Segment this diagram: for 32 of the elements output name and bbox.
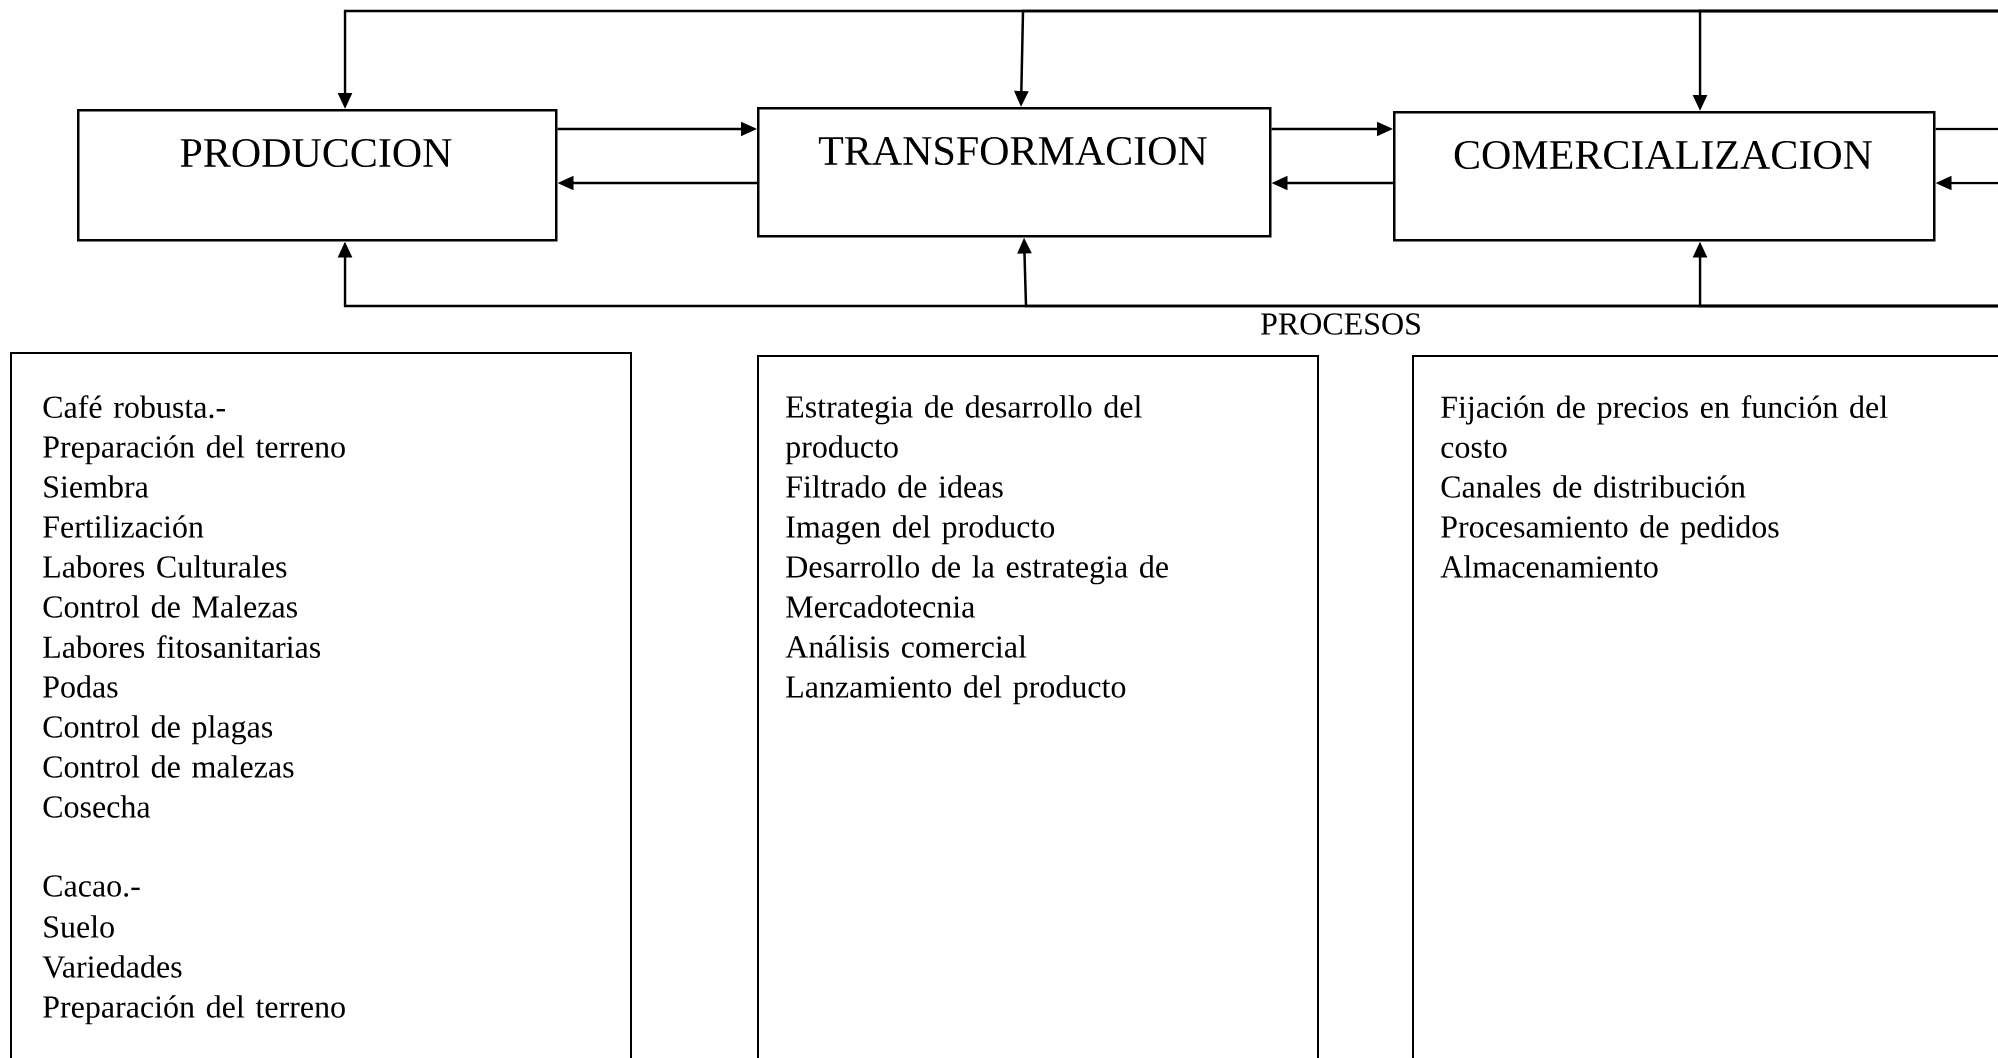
list-item: Preparación del terreno [43, 435, 345, 465]
list-item: Preparación del terreno [43, 995, 345, 1025]
list-item: Procesamiento de pedidos [1441, 515, 1779, 545]
list-item: Suelo [44, 915, 114, 938]
list-item: Estrategia de desarrollo del producto [785, 395, 1142, 465]
list-item: Lanzamiento del producto [786, 675, 1126, 705]
list-item: Fertilización [43, 515, 204, 538]
process-box: PRODUCCION [77, 109, 558, 242]
list-item: Café robusta.- [43, 395, 225, 419]
list-item: Labores fitosanitarias [43, 635, 321, 659]
list-item: Siembra [44, 475, 149, 498]
list-item: Variedades [42, 955, 182, 978]
list-item: Filtrado de ideas [786, 475, 1003, 498]
list-item: Podas [43, 675, 118, 698]
list-box [1412, 355, 1998, 1058]
list-item: Cacao.- [43, 875, 140, 897]
section-label: PROCESOS [1261, 313, 1420, 335]
list-item: Labores Culturales [43, 555, 287, 578]
list-item: Cosecha [43, 795, 151, 818]
process-box: TRANSFORMACION [757, 107, 1272, 238]
list-box [757, 355, 1319, 1058]
list-item: Canales de distribución [1441, 475, 1746, 498]
list-item: Control de malezas [43, 755, 294, 778]
list-item: Imagen del producto [786, 515, 1055, 545]
list-item: Desarrollo de la estrategia de Mercadotecnia [786, 555, 1168, 618]
list-item: Análisis comercial [785, 635, 1027, 658]
list-item: Fijación de precios en función del costo [1441, 395, 1888, 459]
list-item: Almacenamiento [1440, 555, 1658, 578]
list-box [10, 352, 632, 1058]
list-item: Control de Malezas [43, 595, 297, 618]
process-box: COMERCIALIZACION [1393, 111, 1936, 242]
list-item: Control de plagas [43, 715, 273, 745]
